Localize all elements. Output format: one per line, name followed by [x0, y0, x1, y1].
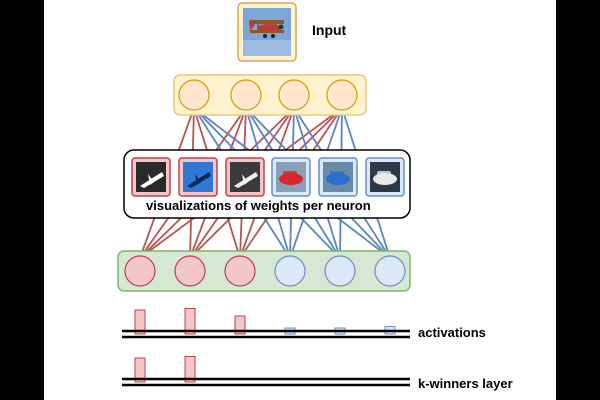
weight-thumbnails [131, 157, 405, 197]
activations-baseline [122, 329, 410, 339]
hidden-neuron [274, 255, 306, 287]
hidden-neuron [224, 255, 256, 287]
input-image [237, 2, 297, 62]
hidden-neuron [174, 255, 206, 287]
diagram-canvas: Input visualizations of weights per neur… [44, 0, 556, 400]
blue-car-thumbnail [318, 157, 358, 197]
red-car-thumbnail [271, 157, 311, 197]
activations-label: activations [418, 325, 486, 340]
activation-bar [234, 315, 246, 335]
input-layer-box [173, 74, 367, 116]
network-diagram [117, 2, 411, 387]
input-neuron [278, 79, 310, 111]
kwinners-bars [134, 356, 196, 383]
truck-thumbnail [365, 157, 405, 197]
kwinners-label: k-winners layer [418, 376, 513, 391]
hidden-layer-box [117, 250, 411, 292]
input-neuron [230, 79, 262, 111]
jet-thumbnail [131, 157, 171, 197]
input-neurons [178, 79, 358, 111]
airplane-icon [249, 20, 284, 38]
activation-bar [134, 309, 146, 335]
activation-bar [134, 357, 146, 383]
weights-caption: visualizations of weights per neuron [146, 198, 371, 213]
plane-thumbnail [178, 157, 218, 197]
input-neuron [326, 79, 358, 111]
input-neuron [178, 79, 210, 111]
hidden-neuron [324, 255, 356, 287]
hidden-neurons [124, 255, 406, 287]
hidden-neuron [374, 255, 406, 287]
kwinners-baseline [122, 377, 410, 387]
hidden-neuron [124, 255, 156, 287]
activation-bar [184, 356, 196, 383]
fighter-jet-thumbnail [225, 157, 265, 197]
input-label: Input [312, 22, 347, 38]
activation-bar [184, 308, 196, 335]
